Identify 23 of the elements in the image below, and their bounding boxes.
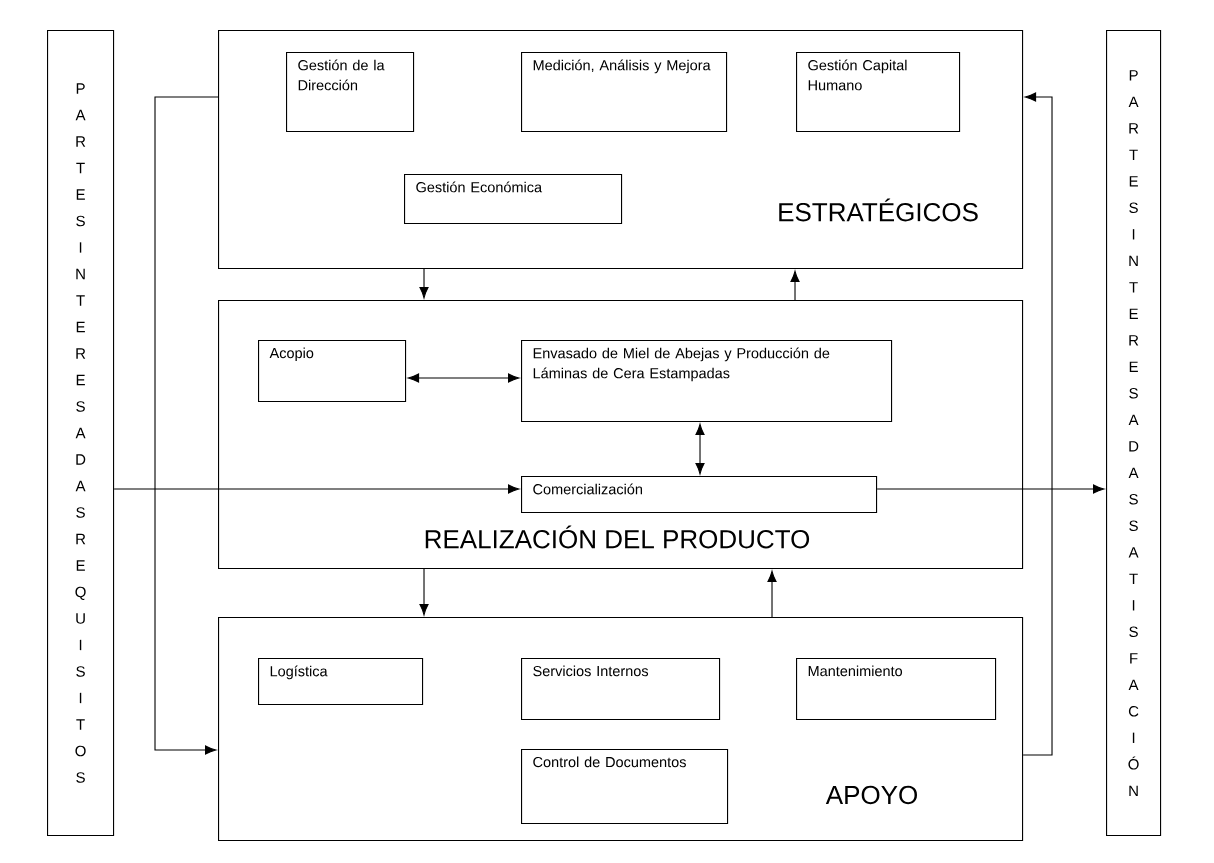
arrow	[695, 423, 705, 475]
arrow	[790, 270, 800, 301]
process-box: Acopio	[258, 340, 407, 403]
process-box: Envasado de Miel de Abejas y Producción de Láminas de Cera Estampadas	[521, 340, 893, 423]
arrow	[113, 484, 520, 494]
arrow	[876, 484, 1105, 494]
arrow	[419, 568, 429, 616]
process-box: Gestión de la Dirección	[286, 52, 415, 133]
process-box: Mantenimiento	[796, 658, 997, 721]
process-box: Servicios Internos	[521, 658, 721, 721]
arrow	[767, 570, 777, 618]
process-box: Comercialización	[521, 476, 878, 514]
arrow	[1022, 92, 1053, 756]
stakeholder-bar: PARTES INTERESADAS SATISFACIÓN	[1106, 30, 1162, 837]
arrow	[407, 373, 520, 383]
arrow	[419, 268, 429, 299]
process-box: Medición, Análisis y Mejora	[521, 52, 728, 133]
arrow	[154, 96, 219, 755]
process-box: Control de Documentos	[521, 749, 729, 825]
process-box: Gestión Capital Humano	[796, 52, 961, 133]
process-box: Gestión Económica	[404, 174, 623, 225]
process-box: Logística	[258, 658, 424, 706]
stakeholder-bar: PARTES INTERESADAS REQUISITOS	[47, 30, 115, 837]
